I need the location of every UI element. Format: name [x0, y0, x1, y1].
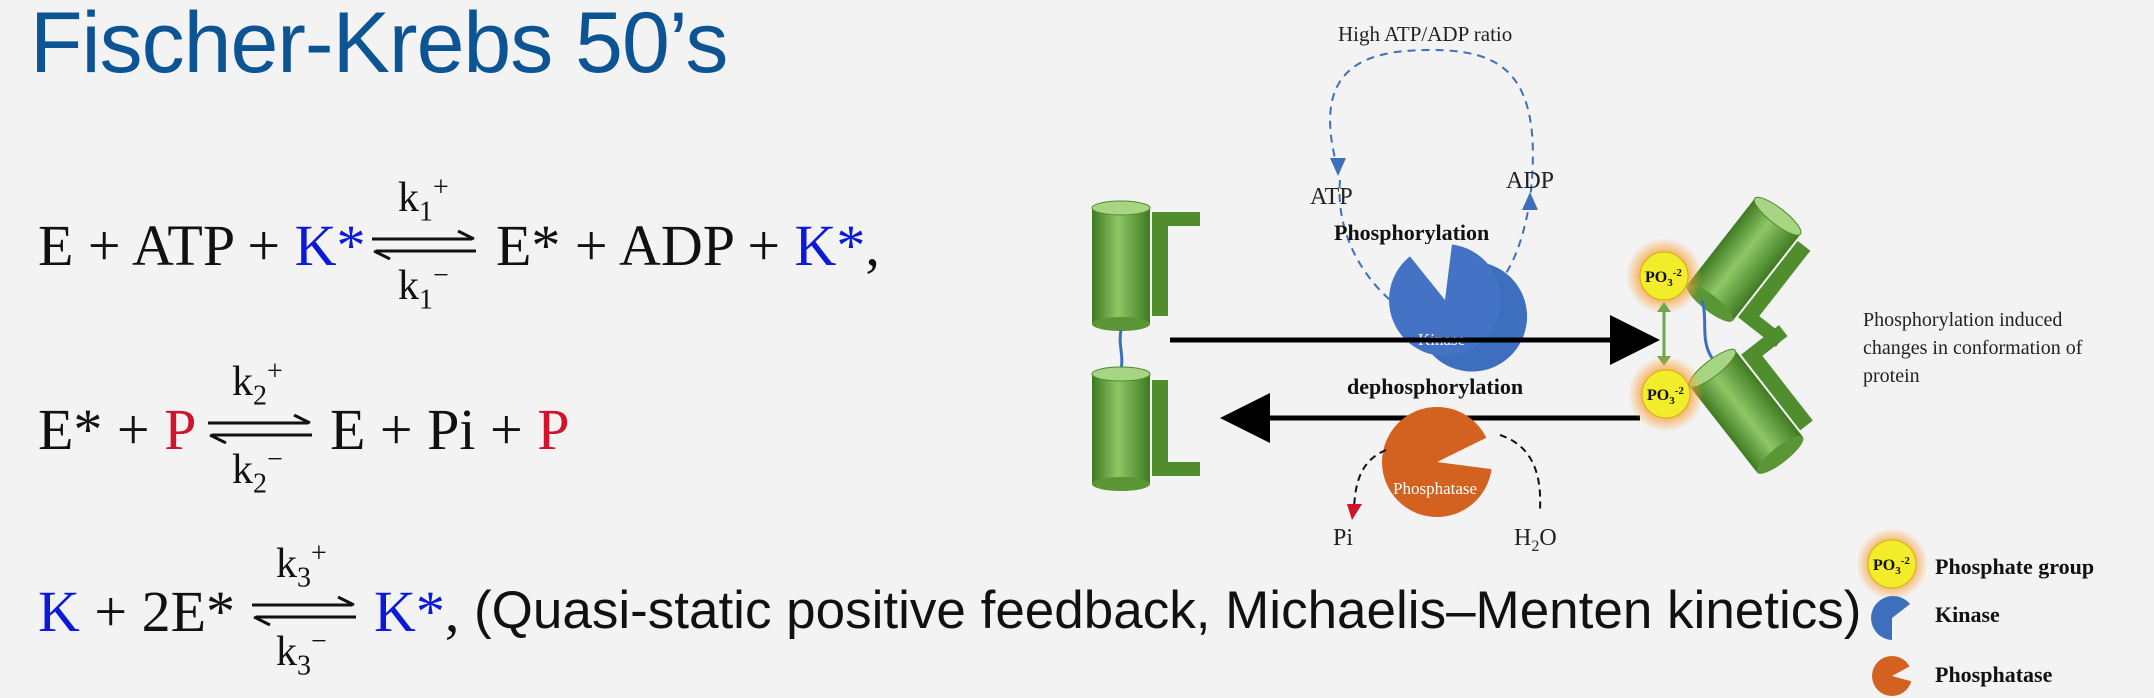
- eq3-kinase-symbol: K: [38, 579, 80, 644]
- phosphorylation-label: Phosphorylation: [1334, 220, 1489, 245]
- eq1-lhs: E + ATP + K*: [38, 213, 366, 278]
- eq3-rhs: K*,: [374, 579, 460, 644]
- legend-phosphate-icon: [1867, 539, 1917, 589]
- eq1-kinase-symbol: K*: [294, 213, 366, 278]
- legend-phosphate-label: Phosphate group: [1935, 554, 2094, 579]
- legend-phosphatase-label: Phosphatase: [1935, 662, 2053, 687]
- adp-label: ADP: [1506, 168, 1554, 194]
- legend-kinase-icon: [1871, 596, 1910, 640]
- legend: PO3-2 Phosphate group Kinase Phosphatase: [1856, 528, 2094, 696]
- h2o-intake-curve: [1499, 434, 1542, 511]
- eq3-equilibrium-arrows: [252, 596, 356, 626]
- legend-kinase-label: Kinase: [1935, 602, 2000, 627]
- eq2-phosphatase-symbol: P: [164, 397, 197, 462]
- pi-arrowhead: [1347, 504, 1362, 520]
- phosphorylated-protein: [1686, 196, 1813, 474]
- eq1-rhs: E* + ADP + K*,: [496, 213, 880, 278]
- eq2-rhs-phosphatase-symbol: P: [537, 397, 570, 462]
- phosphatase-label: Phosphatase: [1393, 479, 1477, 498]
- eq2-reverse-rate: k2−: [232, 444, 283, 500]
- eq2-forward-rate: k2+: [232, 356, 283, 412]
- conformation-note-line-1: Phosphorylation induced: [1863, 309, 2062, 331]
- pi-label: Pi: [1333, 525, 1353, 551]
- pi-release-curve: [1353, 449, 1387, 511]
- eq3-lhs: K + 2E*: [38, 579, 236, 644]
- eq2-equilibrium-arrows: [208, 414, 312, 444]
- eq1-equilibrium-arrows: [372, 230, 476, 260]
- svg-text:PO3-2: PO3-2: [1647, 385, 1684, 407]
- h2o-label: H2O: [1514, 525, 1557, 555]
- eq1-forward-rate: k1+: [398, 172, 449, 228]
- eq3-rhs-kinase-symbol: K*: [374, 579, 445, 644]
- eq1-reverse-rate: k1−: [398, 260, 449, 316]
- phosphatase-notch: [1437, 432, 1498, 470]
- dephosphorylation-label: dephosphorylation: [1347, 374, 1523, 399]
- atp-arrowhead: [1330, 158, 1346, 176]
- phosphate-group-top: PO3-2: [1626, 238, 1702, 314]
- eq2-lhs: E* + P: [38, 397, 197, 462]
- svg-text:PO3-2: PO3-2: [1873, 555, 1910, 577]
- equation-2: E* + P k2+ k2− E + Pi + P: [38, 356, 598, 499]
- eq2-rhs: E + Pi + P: [330, 397, 570, 462]
- phosphate-group-bottom: PO3-2: [1628, 356, 1704, 432]
- eq3-reverse-rate: k3−: [276, 626, 327, 682]
- eq3-forward-rate: k3+: [276, 538, 327, 594]
- conformation-note-line-3: protein: [1863, 365, 1920, 387]
- equation-3: K + 2E* k3+ k3− K*,: [38, 538, 478, 681]
- high-atp-adp-ratio-label: High ATP/ADP ratio: [1338, 22, 1512, 46]
- svg-text:PO3-2: PO3-2: [1645, 267, 1682, 289]
- unphosphorylated-protein: [1091, 200, 1200, 491]
- kinase-notch: [1400, 244, 1452, 300]
- conformation-note-line-2: changes in conformation of: [1863, 337, 2083, 359]
- kinetics-note: (Quasi-static positive feedback, Michael…: [474, 581, 1862, 640]
- slide-title: Fischer-Krebs 50’s: [30, 0, 728, 91]
- atp-label: ATP: [1310, 184, 1353, 210]
- adp-arrowhead: [1522, 192, 1538, 210]
- eq1-rhs-kinase-symbol: K*: [794, 213, 866, 278]
- equation-1: E + ATP + K* k1+ k1− E* + ADP + K*,: [38, 172, 880, 315]
